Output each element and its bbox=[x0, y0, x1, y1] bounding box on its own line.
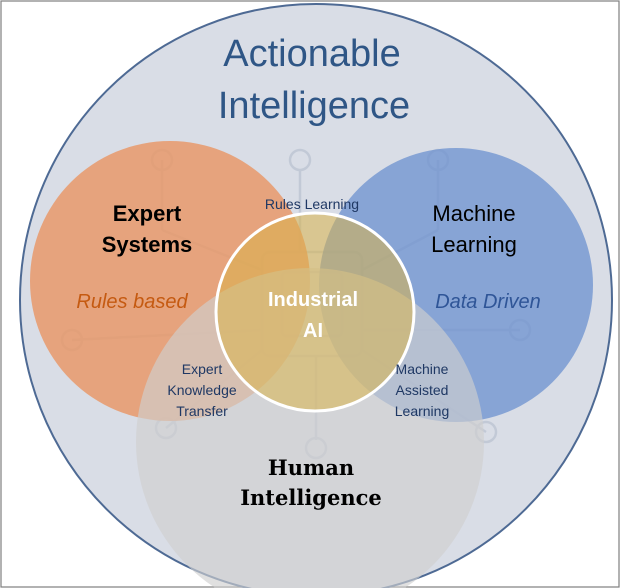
machine-learning-label-2: Learning bbox=[431, 232, 517, 257]
expert-knowledge-transfer-label-3: Transfer bbox=[176, 403, 228, 419]
rules-learning-label: Rules Learning bbox=[265, 196, 359, 212]
industrial-ai-label-1: Industrial bbox=[268, 289, 358, 311]
machine-assisted-learning-label-2: Assisted bbox=[396, 382, 449, 398]
human-intelligence-label-2: Intelligence bbox=[240, 485, 382, 510]
title-line-2: Intelligence bbox=[218, 85, 410, 127]
expert-knowledge-transfer-label-2: Knowledge bbox=[167, 382, 236, 398]
data-driven-label: Data Driven bbox=[435, 291, 541, 313]
expert-systems-label-1: Expert bbox=[113, 201, 182, 226]
human-intelligence-label-1: Human bbox=[268, 455, 354, 480]
expert-systems-label-2: Systems bbox=[102, 232, 193, 257]
rules-based-label: Rules based bbox=[76, 291, 188, 313]
industrial-ai-label-2: AI bbox=[303, 320, 323, 342]
machine-learning-label-1: Machine bbox=[432, 201, 515, 226]
expert-knowledge-transfer-label-1: Expert bbox=[182, 361, 223, 377]
industrial-ai-circle bbox=[214, 211, 416, 413]
machine-assisted-learning-label-3: Learning bbox=[395, 403, 450, 419]
title-line-1: Actionable bbox=[223, 33, 400, 75]
machine-assisted-learning-label-1: Machine bbox=[396, 361, 449, 377]
